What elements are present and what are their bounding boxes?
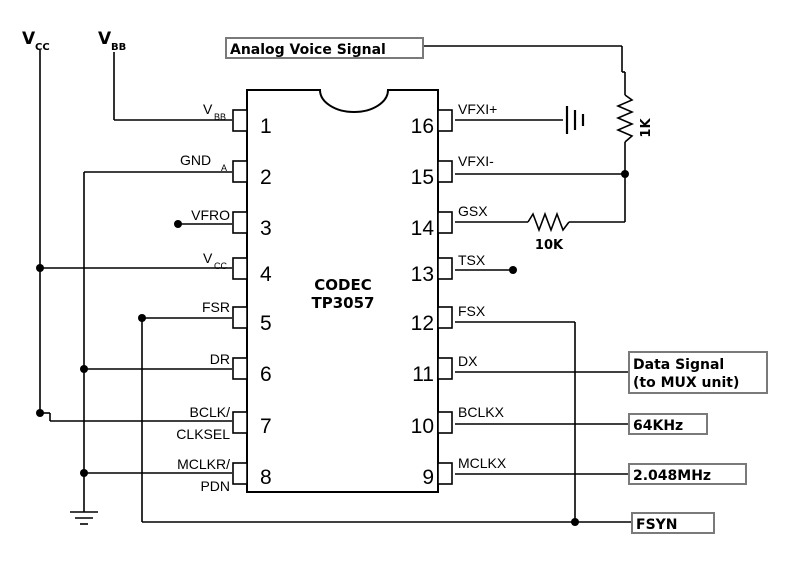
svg-text:V: V [22, 29, 36, 49]
pin-14: 14 GSX [411, 203, 489, 240]
svg-text:8: 8 [260, 466, 272, 489]
r1-label: 1K [639, 118, 654, 138]
svg-text:DR: DR [210, 351, 230, 367]
svg-text:CC: CC [35, 42, 50, 53]
svg-text:MCLKX: MCLKX [458, 455, 507, 471]
svg-text:15: 15 [411, 166, 434, 189]
vbb-rail-label: V BB [98, 29, 126, 53]
svg-text:13: 13 [411, 263, 434, 286]
svg-text:Analog Voice Signal: Analog Voice Signal [230, 42, 386, 58]
svg-text:CLKSEL: CLKSEL [176, 426, 230, 442]
svg-text:VFRO: VFRO [191, 207, 230, 223]
junction-dots-right [509, 170, 629, 526]
fsyn-box: FSYN [631, 512, 715, 534]
svg-text:64KHz: 64KHz [633, 418, 683, 434]
pin-3: 3 VFRO [191, 207, 272, 240]
svg-text:BCLK/: BCLK/ [190, 404, 231, 420]
svg-text:1: 1 [260, 115, 272, 138]
codec-chip-body [246, 89, 439, 493]
pin-12: 12 FSX [411, 303, 486, 335]
svg-text:3: 3 [260, 217, 272, 240]
svg-text:(to MUX unit): (to MUX unit) [633, 375, 739, 391]
pin-9: 9 MCLKX [422, 455, 507, 489]
pin-7: 7 BCLK/ CLKSEL [176, 404, 271, 442]
svg-text:VFXI-: VFXI- [458, 153, 494, 169]
svg-text:TSX: TSX [458, 252, 486, 268]
mclk-2048mhz-box: 2.048MHz [628, 463, 747, 485]
pin-4: 4 V CC [203, 250, 272, 286]
pin-1: 1 V BB [203, 101, 272, 138]
svg-text:TP3057: TP3057 [312, 294, 375, 312]
svg-text:CC: CC [214, 261, 227, 271]
svg-text:CODEC: CODEC [314, 276, 371, 294]
right-wiring [424, 45, 635, 522]
svg-text:2.048MHz: 2.048MHz [633, 468, 711, 484]
svg-text:GND: GND [180, 152, 211, 168]
svg-text:DX: DX [458, 353, 478, 369]
r2-label: 10K [535, 238, 564, 253]
svg-text:10: 10 [411, 415, 434, 438]
svg-text:16: 16 [411, 115, 434, 138]
svg-text:A: A [221, 163, 227, 173]
svg-text:V: V [203, 101, 213, 117]
svg-text:PDN: PDN [200, 478, 230, 494]
svg-text:FSX: FSX [458, 303, 486, 319]
svg-text:FSYN: FSYN [636, 517, 678, 533]
pin-15: 15 VFXI- [411, 153, 494, 189]
svg-text:VFXI+: VFXI+ [458, 101, 497, 117]
pin-2: 2 GND A [180, 152, 272, 189]
svg-text:FSR: FSR [202, 299, 230, 315]
chip-name: CODEC TP3057 [312, 276, 375, 312]
data-signal-box: Data Signal (to MUX unit) [628, 351, 768, 394]
svg-text:BB: BB [111, 42, 126, 53]
pin-6: 6 DR [210, 351, 272, 386]
clk-64khz-box: 64KHz [628, 413, 708, 435]
svg-text:5: 5 [260, 312, 272, 335]
vcc-rail-label: V CC [22, 29, 50, 53]
pin-10: 10 BCLKX [411, 404, 505, 438]
pin-11: 11 DX [412, 353, 478, 386]
svg-text:GSX: GSX [458, 203, 488, 219]
svg-text:MCLKR/: MCLKR/ [177, 456, 230, 472]
analog-voice-signal-box: Analog Voice Signal [225, 37, 424, 59]
pin-13: 13 TSX [411, 252, 486, 286]
pin-5: 5 FSR [202, 299, 272, 335]
svg-text:6: 6 [260, 363, 272, 386]
svg-text:Data Signal: Data Signal [633, 357, 724, 373]
junction-dots-left [36, 220, 182, 477]
pin-8: 8 MCLKR/ PDN [177, 456, 272, 494]
svg-text:V: V [203, 250, 213, 266]
svg-text:7: 7 [260, 415, 272, 438]
pin-16: 16 VFXI+ [411, 101, 498, 138]
svg-text:14: 14 [411, 217, 435, 240]
svg-text:BCLKX: BCLKX [458, 404, 505, 420]
svg-text:BB: BB [214, 112, 226, 122]
svg-text:V: V [98, 29, 112, 49]
left-wiring [39, 50, 632, 525]
svg-text:12: 12 [411, 312, 434, 335]
svg-text:4: 4 [260, 263, 272, 286]
svg-text:11: 11 [412, 363, 434, 386]
svg-text:2: 2 [260, 166, 272, 189]
svg-text:9: 9 [422, 466, 434, 489]
